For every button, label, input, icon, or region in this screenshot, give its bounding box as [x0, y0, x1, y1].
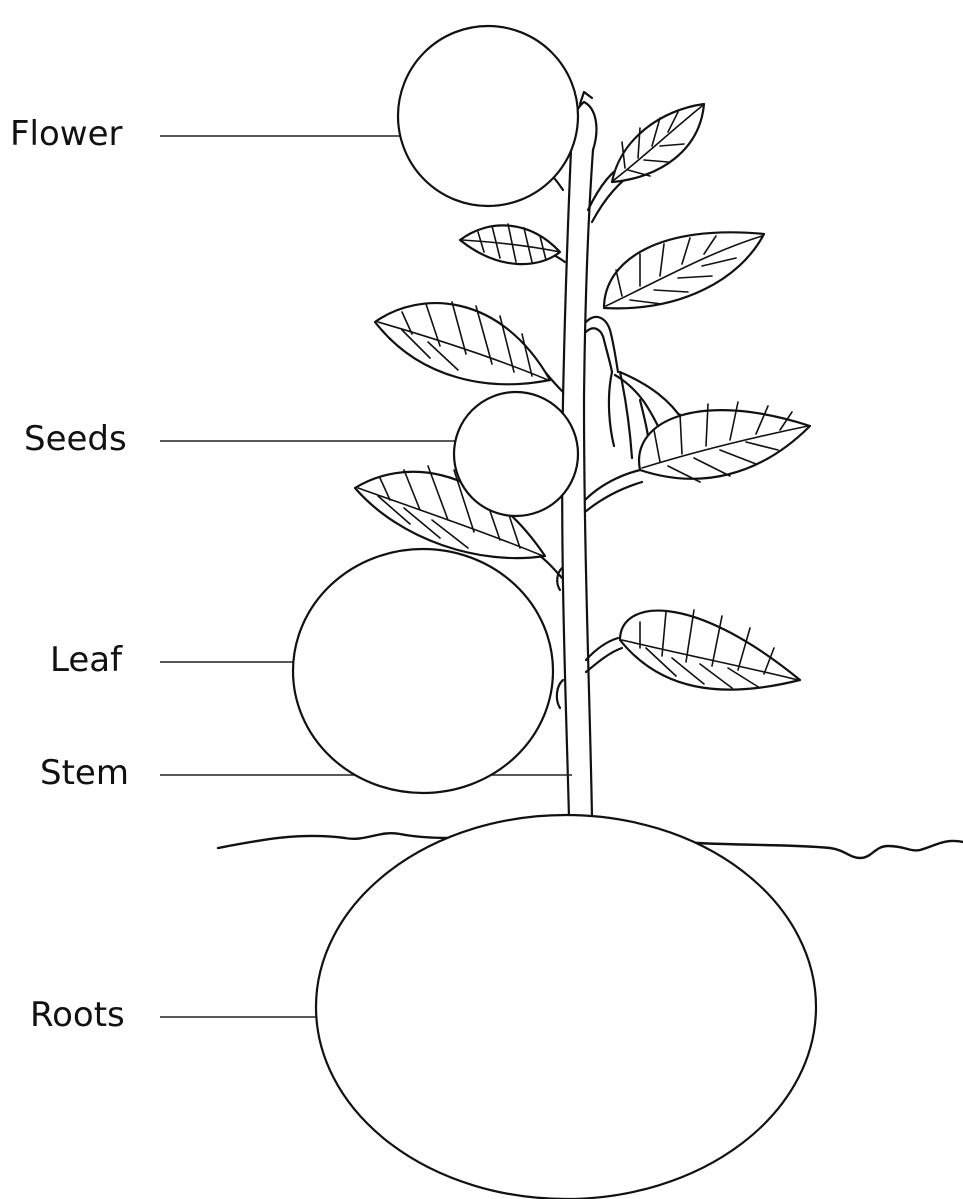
roots-label: Roots: [30, 995, 125, 1035]
leaf-answer-circle: [293, 549, 553, 793]
leaf-upper-right: [612, 104, 704, 182]
flower-answer-circle: [398, 26, 578, 206]
seeds-label: Seeds: [24, 419, 127, 459]
leaf-right-lower: [620, 610, 800, 690]
roots-answer-circle: [316, 815, 816, 1199]
seeds-answer-circle: [454, 392, 578, 516]
leaf-left-big: [375, 302, 550, 384]
leaf-label: Leaf: [50, 640, 122, 680]
leaf-upper-left: [460, 224, 560, 264]
stem-label: Stem: [40, 753, 129, 793]
leaf-right-second: [604, 232, 764, 308]
flower-label: Flower: [10, 114, 123, 154]
leaf-right-middle: [639, 402, 810, 482]
